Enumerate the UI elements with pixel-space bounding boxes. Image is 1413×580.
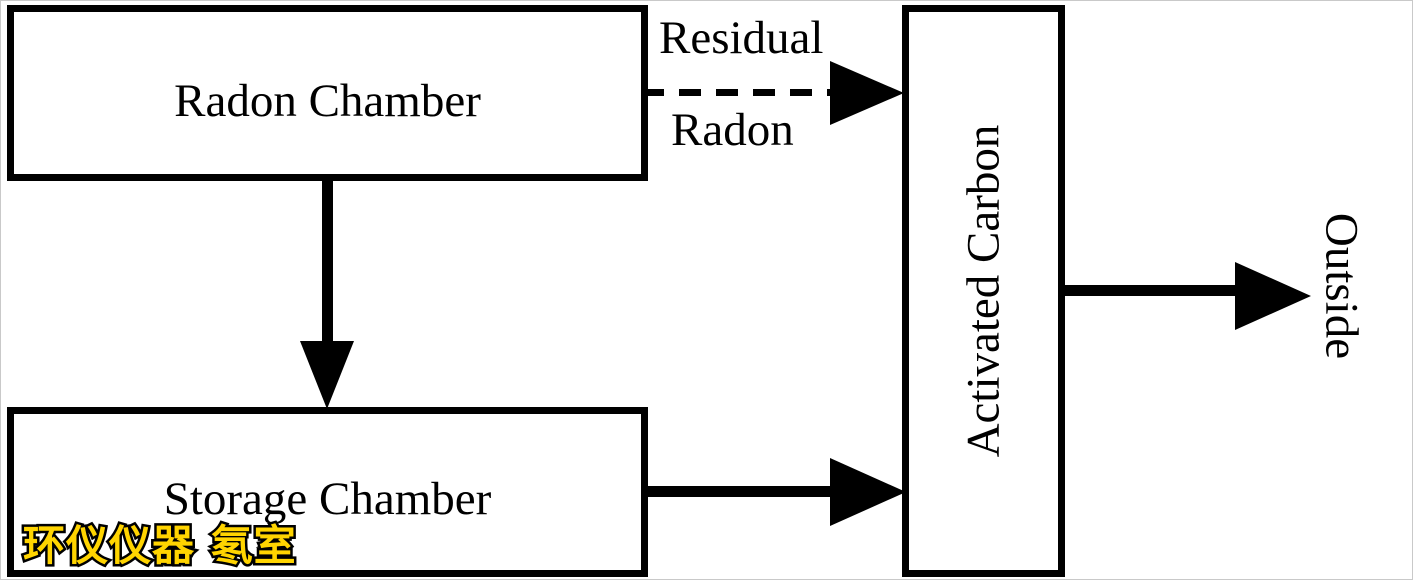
watermark-text: 环仪仪器 氡室 — [21, 521, 299, 570]
edge-carbon-to-outside-line — [1061, 285, 1239, 296]
edge-storage-to-carbon-line — [642, 486, 842, 497]
edge-carbon-to-outside-arrowhead-icon — [1235, 262, 1311, 330]
edge-residual-radon-arrowhead-icon — [830, 61, 904, 125]
edge-radon-to-storage-line — [322, 177, 333, 345]
outlet-outside-label: Outside — [1315, 212, 1368, 360]
edge-residual-radon-dashed-line — [642, 89, 842, 96]
node-storage-chamber-label: Storage Chamber — [163, 473, 492, 525]
edge-residual-radon-label-line1: Residual — [659, 12, 824, 64]
node-radon-chamber[interactable]: Radon Chamber — [7, 5, 648, 181]
node-activated-carbon[interactable]: Activated Carbon — [902, 5, 1065, 577]
edge-radon-to-storage-arrowhead-icon — [300, 341, 354, 409]
edge-residual-radon-label-line2: Radon — [671, 104, 794, 156]
node-storage-chamber[interactable]: Storage Chamber — [7, 407, 648, 577]
edge-storage-to-carbon-arrowhead-icon — [830, 458, 906, 526]
node-activated-carbon-label: Activated Carbon — [957, 124, 1009, 458]
node-radon-chamber-label: Radon Chamber — [174, 75, 481, 127]
